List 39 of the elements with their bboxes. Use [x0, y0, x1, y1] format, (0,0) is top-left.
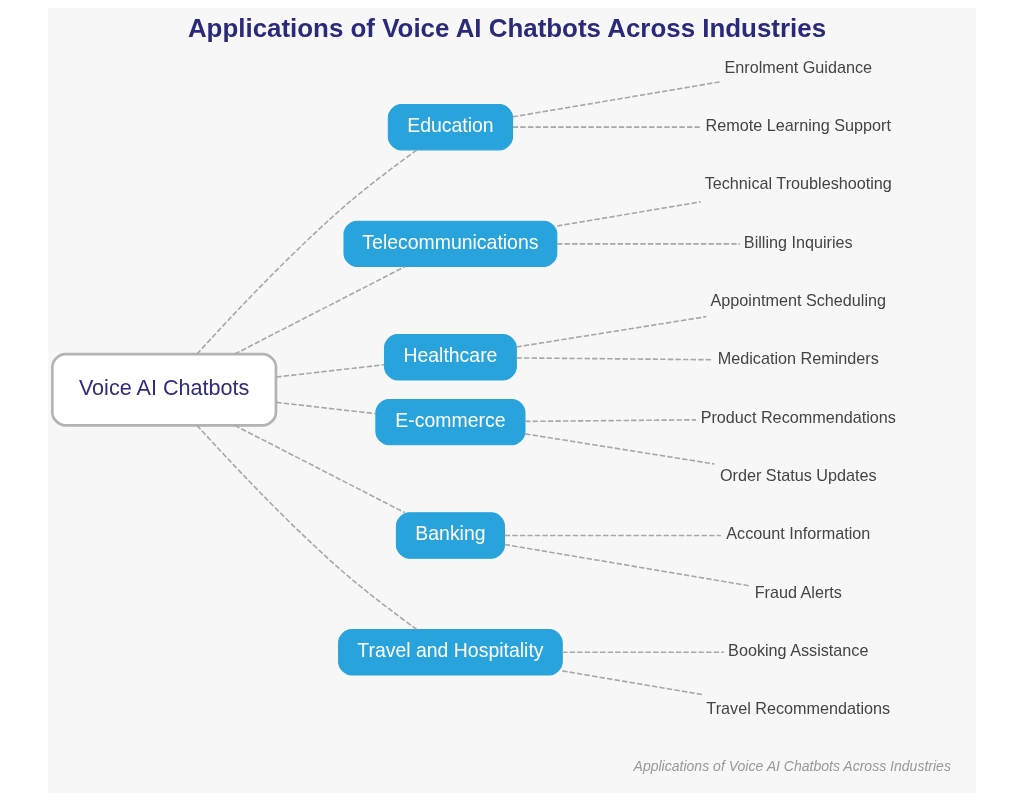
connector	[561, 670, 703, 696]
node-box: Telecommunications	[343, 220, 558, 268]
node-box: Banking	[395, 512, 505, 559]
connector	[524, 433, 716, 465]
node-box: Voice AI Chatbots	[50, 352, 278, 427]
node-text: Fraud Alerts	[754, 582, 842, 601]
connector	[503, 534, 722, 537]
connector	[233, 265, 406, 355]
caption: Applications of Voice AI Chatbots Across Industries	[633, 758, 951, 775]
connector	[524, 419, 697, 423]
node-text: Remote Learning Support	[705, 115, 891, 134]
connector	[275, 401, 377, 415]
connector	[512, 126, 702, 128]
node-text: Travel Recommendations	[706, 699, 891, 718]
connector	[561, 651, 725, 654]
connector	[515, 357, 714, 361]
node-text: Order Status Updates	[720, 465, 877, 484]
node-box: Travel and Hospitality	[338, 629, 563, 676]
node-text: Account Information	[726, 524, 871, 543]
connector	[556, 243, 741, 245]
diagram-title: Applications of Voice AI Chatbots Across Industries	[187, 13, 827, 42]
node-box: E-commerce	[375, 398, 526, 446]
node-text: Billing Inquiries	[743, 232, 853, 251]
node-text: Medication Reminders	[717, 349, 879, 368]
node-box: Education	[387, 103, 514, 151]
connector	[196, 424, 418, 631]
node-text: Technical Troubleshooting	[704, 174, 892, 193]
connector	[512, 81, 721, 118]
node-text: Booking Assistance	[728, 641, 869, 659]
node-text: Enrolment Guidance	[724, 57, 873, 76]
connector	[196, 149, 418, 355]
connector	[503, 543, 751, 587]
connector	[515, 315, 708, 348]
node-text: Product Recommendations	[700, 407, 896, 426]
connector	[556, 200, 702, 227]
node-text: Appointment Scheduling	[710, 290, 887, 309]
connector	[233, 424, 406, 514]
node-box: Healthcare	[383, 334, 517, 381]
connector	[275, 363, 386, 378]
